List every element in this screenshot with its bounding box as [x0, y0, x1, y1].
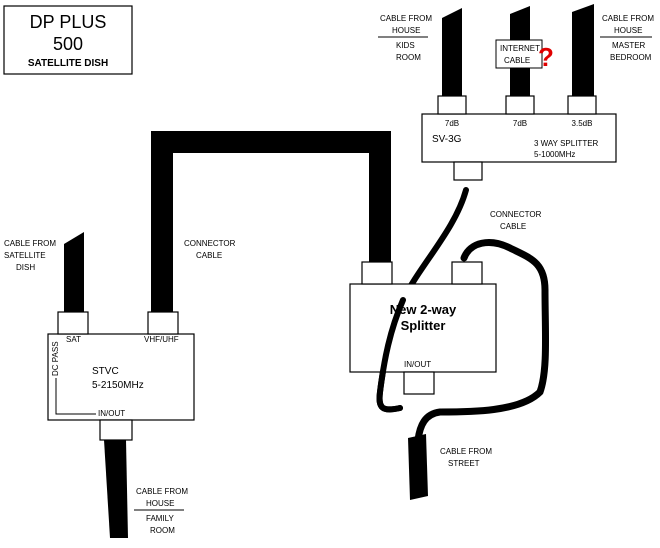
stvc-name: STVC [92, 366, 119, 377]
label-satellite-l1: CABLE FROM [4, 239, 56, 248]
label-connector-right-l2: CABLE [500, 222, 526, 231]
drawn-cable-b [414, 239, 550, 444]
label-kids-l3: KIDS [396, 41, 415, 50]
stvc-sat-label: SAT [66, 335, 81, 344]
splitter3-port1 [437, 95, 467, 115]
label-satellite: CABLE FROM SATELLITE DISH [4, 239, 56, 272]
splitter2-inout-port [403, 371, 435, 395]
label-family: CABLE FROM HOUSE FAMILY ROOM [134, 487, 188, 535]
label-connector-left-l2: CABLE [196, 251, 222, 260]
stvc-device: SAT VHF/UHF DC PASS STVC 5-2150MHz IN/OU… [47, 311, 195, 441]
kids-room-cable [442, 8, 462, 96]
title-box: DP PLUS 500 SATELLITE DISH [3, 5, 133, 75]
splitter3-range: 5-1000MHz [534, 150, 575, 159]
splitter3-port2 [505, 95, 535, 115]
label-family-l1: CABLE FROM [136, 487, 188, 496]
label-internet-l1: INTERNET [500, 44, 540, 53]
label-satellite-l2: SATELLITE [4, 251, 46, 260]
label-connector-right-l1: CONNECTOR [490, 210, 542, 219]
stvc-dc-label: DC PASS [51, 341, 60, 376]
stvc-vhf-label: VHF/UHF [144, 335, 179, 344]
stvc-sat-port [57, 311, 89, 335]
stvc-body [47, 333, 195, 421]
splitter3-port3-db: 3.5dB [572, 119, 593, 128]
label-family-l4: ROOM [150, 526, 175, 535]
label-kids: CABLE FROM HOUSE KIDS ROOM [378, 14, 432, 62]
label-internet: INTERNET CABLE ? [495, 39, 554, 72]
title-line1: DP PLUS [30, 12, 107, 32]
stvc-vhf-port [147, 311, 179, 335]
label-kids-l2: HOUSE [392, 26, 420, 35]
title-frame [3, 5, 133, 75]
three-way-splitter: 7dB 7dB 3.5dB SV-3G 3 WAY SPLITTER 5-100… [421, 95, 617, 181]
label-master-l4: BEDROOM [610, 53, 652, 62]
label-master-l1: CABLE FROM [602, 14, 654, 23]
label-family-l3: FAMILY [146, 514, 175, 523]
splitter2-line2: Splitter [401, 318, 446, 333]
splitter2-port1 [361, 261, 393, 285]
splitter2-port2 [451, 261, 483, 285]
splitter3-port1-db: 7dB [445, 119, 459, 128]
stvc-inout-label: IN/OUT [98, 409, 125, 418]
label-street: CABLE FROM STREET [440, 447, 492, 468]
splitter3-model: SV-3G [432, 134, 462, 145]
label-connector-left: CONNECTOR CABLE [184, 239, 236, 260]
label-street-l2: STREET [448, 459, 480, 468]
label-kids-l1: CABLE FROM [380, 14, 432, 23]
title-line3: SATELLITE DISH [28, 58, 108, 69]
label-street-l1: CABLE FROM [440, 447, 492, 456]
splitter3-port2-db: 7dB [513, 119, 527, 128]
satellite-cable [64, 232, 84, 312]
label-satellite-l3: DISH [16, 263, 35, 272]
street-cable-end [408, 434, 428, 500]
label-connector-right: CONNECTOR CABLE [490, 210, 542, 231]
splitter2-line1: New 2-way [390, 302, 457, 317]
splitter3-port3 [567, 95, 597, 115]
label-master: CABLE FROM HOUSE MASTER BEDROOM [600, 14, 654, 62]
question-mark-annotation: ? [538, 42, 554, 72]
family-room-cable [104, 440, 128, 538]
stvc-inout-port [99, 419, 133, 441]
label-master-l3: MASTER [612, 41, 646, 50]
stvc-dc-line [55, 378, 96, 415]
label-kids-l4: ROOM [396, 53, 421, 62]
label-internet-l2: CABLE [504, 56, 530, 65]
label-master-l2: HOUSE [614, 26, 642, 35]
label-family-l2: HOUSE [146, 499, 174, 508]
splitter3-body [421, 113, 617, 163]
splitter3-input-port [453, 161, 483, 181]
two-way-splitter: New 2-way Splitter IN/OUT [349, 261, 497, 395]
splitter3-type: 3 WAY SPLITTER [534, 139, 599, 148]
stvc-range: 5-2150MHz [92, 380, 144, 391]
master-bedroom-cable [572, 4, 594, 96]
label-connector-left-l1: CONNECTOR [184, 239, 236, 248]
splitter2-inout-label: IN/OUT [404, 360, 431, 369]
drawn-cable-a-over [376, 297, 406, 413]
title-line2: 500 [53, 34, 83, 54]
connector-cable-left [151, 131, 391, 312]
label-internet-box [495, 39, 543, 69]
